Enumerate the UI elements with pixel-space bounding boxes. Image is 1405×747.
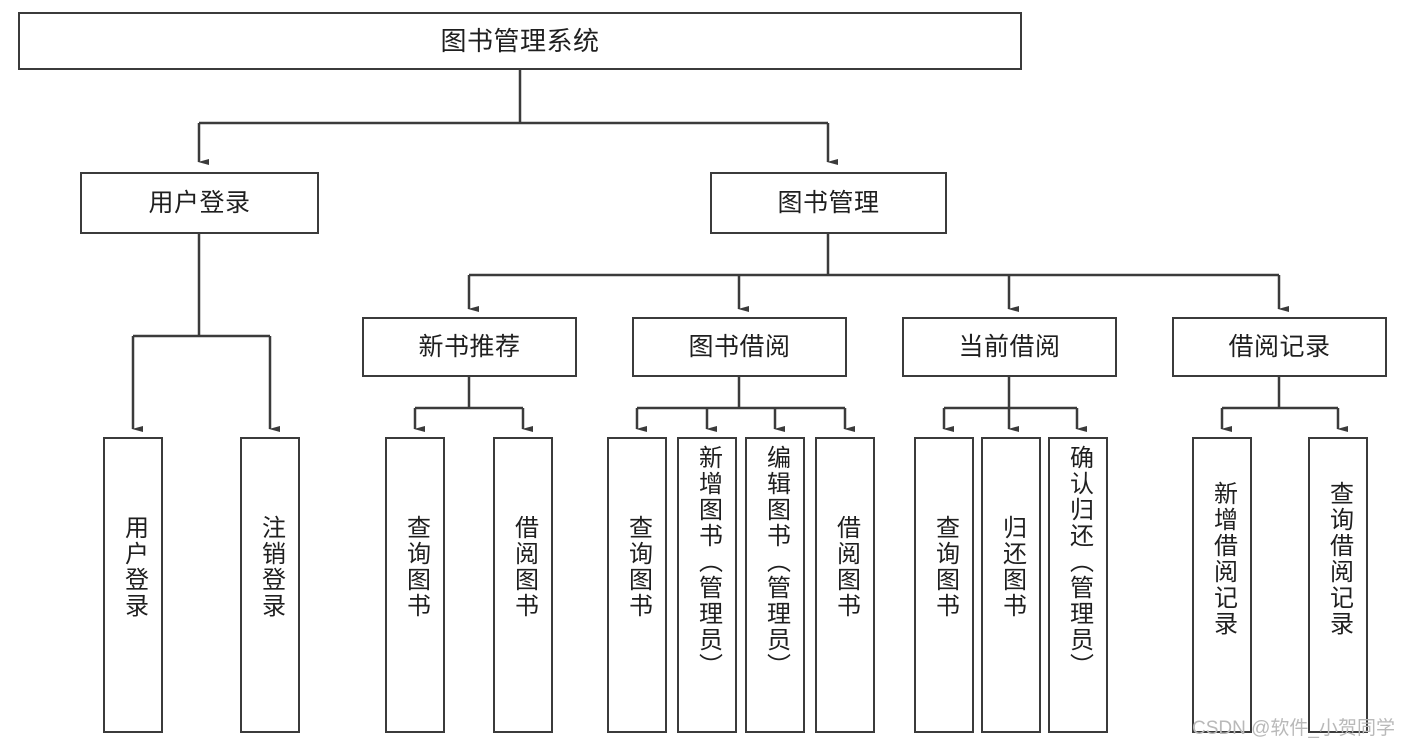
node-label: 图书管理 [777,188,880,217]
leaf-borrow-add-book-admin[interactable]: 新增图书（管理员） [677,437,737,733]
node-label: 用户登录 [148,188,251,217]
node-label: 查询借阅记录 [1325,481,1353,637]
leaf-borrow-borrow-book[interactable]: 借阅图书 [815,437,875,733]
node-user-login[interactable]: 用户登录 [80,172,319,234]
watermark-text: CSDN @软件_小贺同学 [1192,718,1395,739]
node-label: 当前借阅 [958,332,1061,361]
node-label: 借阅图书 [832,515,860,619]
node-current-borrow[interactable]: 当前借阅 [902,317,1117,377]
leaf-new-book-borrow[interactable]: 借阅图书 [493,437,553,733]
node-borrow-records[interactable]: 借阅记录 [1172,317,1387,377]
node-label: 查询图书 [931,515,959,619]
leaf-records-query-record[interactable]: 查询借阅记录 [1308,437,1368,733]
node-label: 借阅图书 [510,515,538,619]
leaf-user-login-signout[interactable]: 注销登录 [240,437,300,733]
node-label: 查询图书 [402,515,430,619]
node-new-book-recommend[interactable]: 新书推荐 [362,317,577,377]
leaf-records-add-record[interactable]: 新增借阅记录 [1192,437,1252,733]
node-label: 确认归还（管理员） [1065,445,1093,679]
leaf-new-book-query[interactable]: 查询图书 [385,437,445,733]
node-label: 归还图书 [998,515,1026,619]
leaf-borrow-query-book[interactable]: 查询图书 [607,437,667,733]
leaf-borrow-edit-book-admin[interactable]: 编辑图书（管理员） [745,437,805,733]
node-label: 新增借阅记录 [1209,481,1237,637]
leaf-current-query-book[interactable]: 查询图书 [914,437,974,733]
node-label: 借阅记录 [1228,332,1331,361]
leaf-current-return-book[interactable]: 归还图书 [981,437,1041,733]
node-label: 注销登录 [257,515,285,619]
node-label: 新书推荐 [418,332,521,361]
node-label: 用户登录 [120,515,148,619]
node-label: 图书借阅 [688,332,791,361]
node-book-management[interactable]: 图书管理 [710,172,947,234]
node-label: 新增图书（管理员） [694,445,722,679]
leaf-user-login-signin[interactable]: 用户登录 [103,437,163,733]
leaf-current-confirm-return-admin[interactable]: 确认归还（管理员） [1048,437,1108,733]
node-label: 图书管理系统 [440,26,600,56]
node-root-system[interactable]: 图书管理系统 [18,12,1022,70]
node-book-borrow[interactable]: 图书借阅 [632,317,847,377]
node-label: 查询图书 [624,515,652,619]
node-label: 编辑图书（管理员） [762,445,790,679]
